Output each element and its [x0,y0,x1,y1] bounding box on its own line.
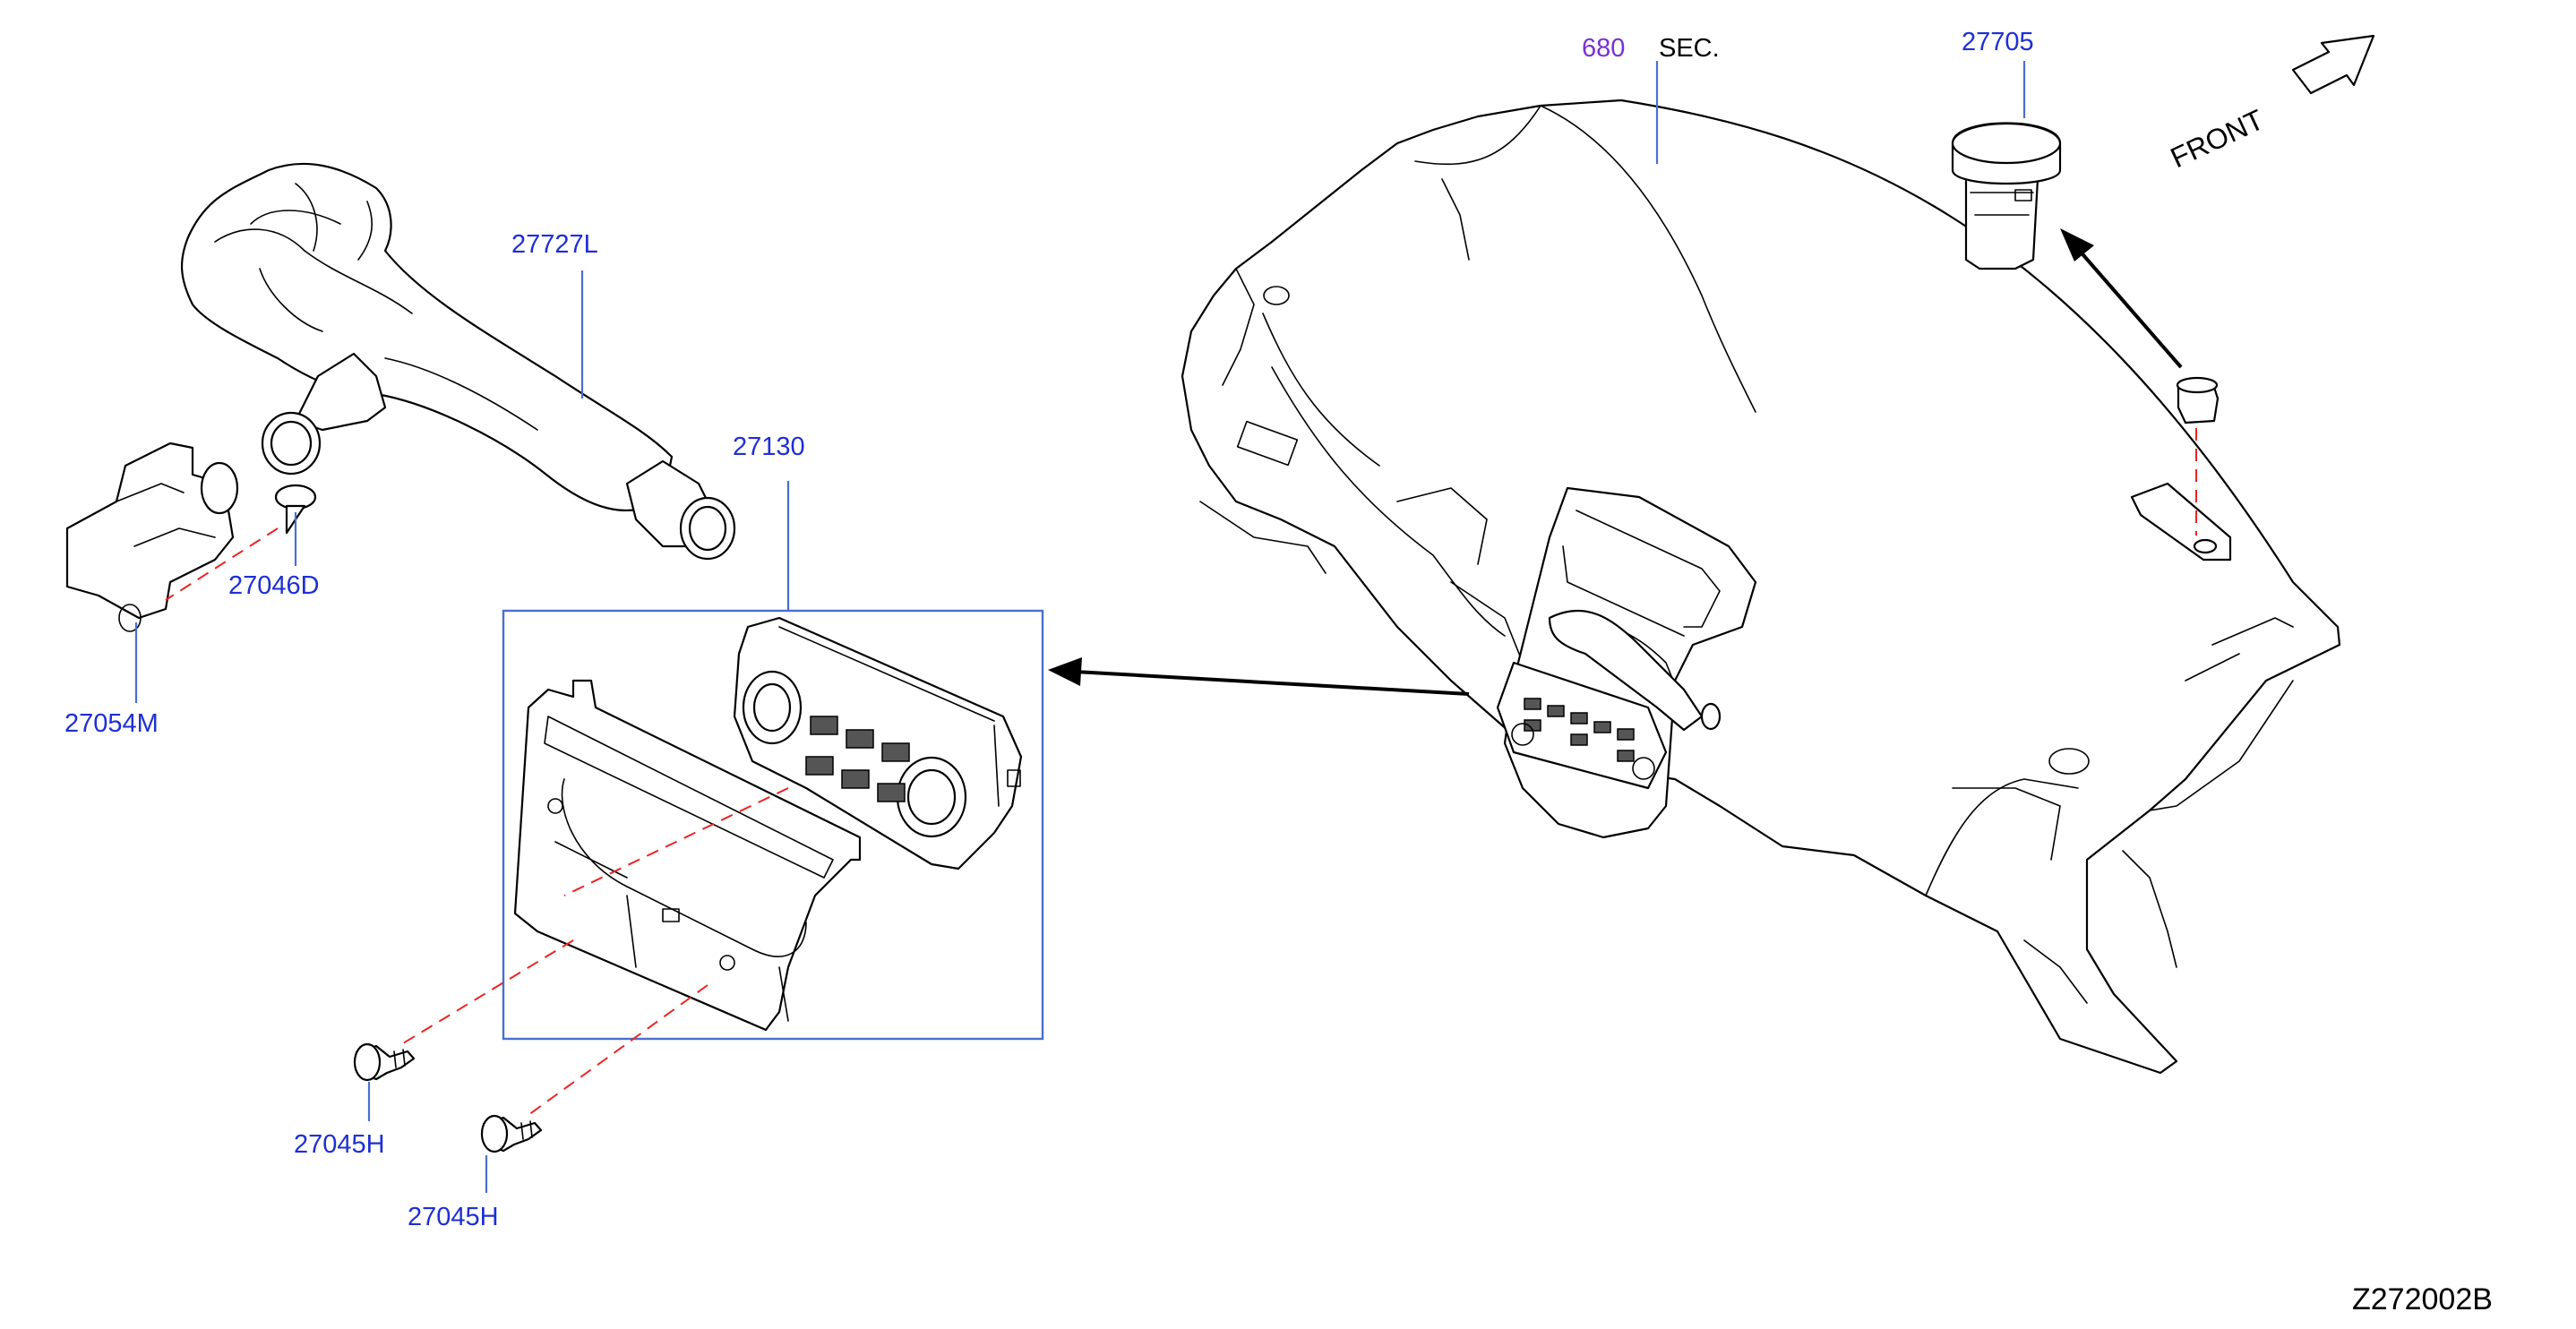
screw-27045H-b [480,1114,543,1153]
assembly-27130-frame [502,609,1044,1041]
section-text-label: SEC. [1659,34,1720,63]
diagram-code: Z272002B [2352,1282,2493,1316]
control-buttons [805,716,910,802]
leader-lines [134,61,2026,1193]
sensor-27705 [1951,122,2062,270]
duct-27727L [180,162,736,561]
part-label-27045H-b[interactable]: 27045H [408,1203,499,1231]
climate-control-unit [733,616,1023,870]
small-clip [2176,376,2220,424]
arrow-to-assembly [1048,657,1470,696]
part-label-27705[interactable]: 27705 [1962,28,2034,56]
sensor-27054M [65,442,239,632]
part-label-27046D[interactable]: 27046D [228,571,320,600]
bezel [513,679,862,1032]
arrow-to-sensor [2060,228,2183,369]
instrument-panel [1181,99,2341,1075]
part-label-27054M[interactable]: 27054M [64,709,159,738]
part-label-27045H-a[interactable]: 27045H [294,1130,385,1159]
part-label-27727L[interactable]: 27727L [511,230,598,259]
section-number-label[interactable]: 680 [1582,34,1625,63]
front-arrow-icon [2291,34,2375,95]
screw-27045H-a [353,1042,416,1082]
front-label: FRONT [2166,103,2269,174]
part-label-27130[interactable]: 27130 [733,433,805,461]
dash-controller-buttons [1511,698,1655,780]
